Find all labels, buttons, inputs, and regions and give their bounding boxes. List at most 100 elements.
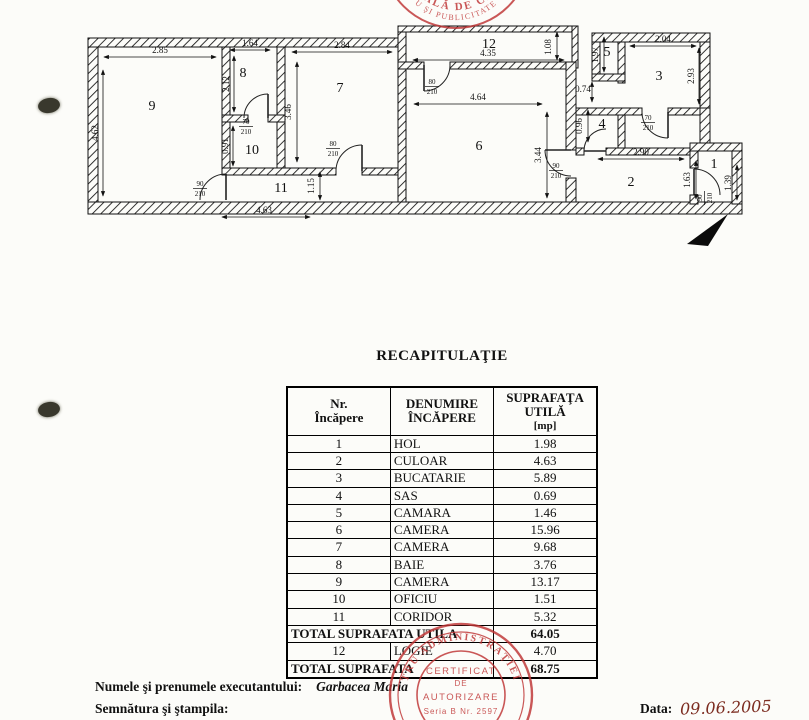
hole-punch-mark — [37, 400, 61, 419]
dimension-label: 3.44 — [533, 147, 543, 163]
stamp-bottom-line4: Seria B Nr. 2597 — [424, 707, 499, 716]
dimension-label: 1.08 — [543, 39, 553, 55]
column-header: Nr.Încăpere — [286, 386, 391, 436]
table-cell: OFICIU — [389, 590, 495, 609]
table-cell: CULOAR — [389, 451, 495, 471]
dimension-label: 2.04 — [655, 34, 671, 44]
table-cell: CAMARA — [389, 503, 495, 523]
table-cell: SAS — [389, 486, 495, 505]
room-number-label: 4 — [599, 117, 606, 132]
svg-text:80: 80 — [429, 78, 437, 86]
floorplan-drawing: 9871253101164212.851.642.844.352.041.084… — [87, 25, 743, 246]
executor-label: Numele şi prenumele executantului: — [95, 679, 303, 694]
table-cell: 4 — [286, 486, 391, 505]
table-cell: 5.32 — [493, 607, 598, 626]
dimension-label: 4.35 — [480, 48, 496, 58]
table-cell: 1.51 — [493, 590, 598, 609]
table-cell: 4.63 — [493, 451, 598, 471]
table-cell: 3 — [286, 469, 391, 488]
signature-line: Semnătura şi ştampila: — [95, 701, 229, 717]
stamp-bottom-line1: CERTIFICAT — [426, 666, 496, 677]
table-cell: 15.96 — [493, 521, 598, 540]
stamp-bottom-line3: AUTORIZARE — [423, 692, 499, 703]
svg-text:210: 210 — [551, 172, 562, 180]
table-cell: BAIE — [389, 555, 495, 575]
room-number-label: 12 — [482, 37, 496, 52]
svg-text:210: 210 — [706, 192, 714, 203]
table-cell: 6 — [286, 521, 391, 540]
stamp-top: ŢIONALĂ DE CADAS U ŞI PUBLICITATE — [396, 0, 516, 29]
svg-text:210: 210 — [427, 88, 438, 96]
table-cell: 1 — [286, 434, 391, 453]
table-cell: 8 — [286, 555, 391, 575]
table-cell: 9.68 — [493, 538, 598, 557]
svg-text:70: 70 — [645, 114, 653, 122]
table-cell: 3.76 — [493, 555, 598, 575]
room-number-label: 2 — [628, 175, 635, 190]
table-cell: CAMERA — [389, 521, 495, 540]
dimension-label: 1.15 — [306, 178, 316, 194]
svg-text:90: 90 — [553, 162, 561, 170]
dimension-label: 1.39 — [723, 175, 733, 191]
table-cell: 2 — [286, 451, 391, 471]
executor-line: Numele şi prenumele executantului: Garbac… — [95, 679, 408, 695]
table-cell: BUCATARIE — [389, 469, 495, 488]
room-number-label: 6 — [476, 139, 483, 154]
signature-label: Semnătura şi ştampila: — [95, 701, 229, 716]
table-cell: 5.89 — [493, 469, 598, 488]
room-number-label: 1 — [711, 157, 718, 172]
table-cell: 64.05 — [493, 624, 598, 644]
date-label: Data: — [640, 701, 673, 716]
dimension-label: 2.84 — [334, 40, 350, 50]
dimension-lines — [100, 31, 740, 220]
table-cell: CAMERA — [389, 573, 495, 592]
dimension-label: 4.63 — [256, 205, 272, 215]
table-cell: 5 — [286, 503, 391, 523]
dimension-label: 0.96 — [574, 118, 584, 134]
table-cell: TOTAL SUPRAFATA — [286, 659, 495, 679]
dimension-label: 1.64 — [242, 38, 258, 48]
table-cell: 68.75 — [493, 659, 598, 679]
dimension-label: 2.93 — [686, 68, 696, 84]
table-cell: HOL — [389, 434, 495, 453]
table-cell: 1.98 — [493, 434, 598, 453]
table-cell: 0.69 — [493, 486, 598, 505]
date-handwritten: 09.06.2005 — [679, 696, 773, 719]
stamp-bottom-line2: DE — [454, 679, 467, 688]
executor-name: Garbacea Maria — [316, 679, 408, 694]
svg-text:90: 90 — [696, 194, 704, 202]
dimension-label: 0.74 — [575, 84, 591, 94]
room-number-label: 8 — [240, 66, 247, 81]
page-title: RECAPITULAŢIE — [376, 348, 508, 364]
north-arrow-icon — [687, 214, 728, 246]
stamp-bottom: TRU ADMINISTRAŢIEI CERTIFICAT DE AUTORIZ… — [388, 622, 534, 720]
table-cell: 10 — [286, 590, 391, 609]
dimension-label: 2.90 — [633, 147, 649, 157]
dimension-label: 4.62 — [90, 125, 100, 141]
svg-text:80: 80 — [330, 140, 338, 148]
svg-text:210: 210 — [328, 150, 339, 158]
room-number-label: 3 — [656, 69, 663, 84]
dimension-label: 3.46 — [283, 104, 293, 120]
dimension-label: 1.63 — [682, 172, 692, 188]
svg-text:90: 90 — [197, 180, 205, 188]
